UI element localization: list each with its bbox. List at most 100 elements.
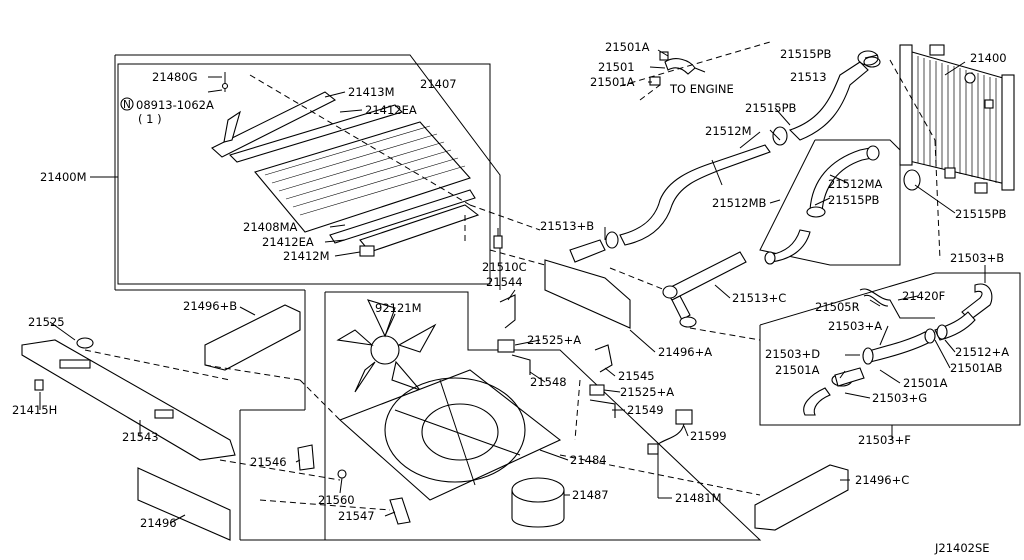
label-21513B: 21513+B bbox=[540, 219, 594, 233]
label-21547: 21547 bbox=[338, 509, 375, 523]
hose-21503G bbox=[803, 367, 865, 416]
label-21525: 21525 bbox=[28, 315, 65, 329]
hose-21513B bbox=[569, 231, 619, 263]
fitting-21501 bbox=[649, 51, 706, 86]
label-21599: 21599 bbox=[690, 429, 727, 443]
seal-21496B bbox=[204, 304, 301, 371]
label-21412EA-top: 21412EA bbox=[365, 103, 417, 117]
hose-21503B bbox=[961, 283, 993, 321]
frame-lower-hose bbox=[759, 272, 1021, 426]
mount-21525A-bot bbox=[589, 384, 605, 396]
label-21501A-b: 21501A bbox=[590, 75, 635, 89]
hose-21512MA bbox=[764, 145, 880, 265]
fan-92121M bbox=[336, 299, 437, 393]
label-21412EA-bot: 21412EA bbox=[262, 235, 314, 249]
label-21501AB: 21501AB bbox=[950, 361, 1002, 375]
label-21496A: 21496+A bbox=[658, 345, 712, 359]
bracket-21544 bbox=[499, 294, 516, 329]
label-21501: 21501 bbox=[598, 60, 635, 74]
label-21407: 21407 bbox=[420, 77, 457, 91]
label-92121M: 92121M bbox=[375, 301, 422, 315]
label-21496C: 21496+C bbox=[855, 473, 909, 487]
radiator-21400 bbox=[899, 44, 1015, 194]
label-21525A-top: 21525+A bbox=[527, 333, 581, 347]
diagram-code: J21402SE bbox=[934, 541, 990, 555]
label-21515PB-mid: 21515PB bbox=[745, 101, 797, 115]
tank-21412EA-top bbox=[228, 104, 404, 163]
clip-21560 bbox=[337, 469, 347, 479]
clamp-21515PB-top bbox=[857, 50, 879, 66]
label-21512MB: 21512MB bbox=[712, 196, 767, 210]
dashed-guides bbox=[84, 41, 941, 511]
label-21546: 21546 bbox=[250, 455, 287, 469]
bracket-21548 bbox=[511, 354, 531, 375]
pipe-21420F bbox=[859, 288, 935, 319]
label-21487: 21487 bbox=[572, 488, 609, 502]
bracket-21547 bbox=[389, 497, 411, 525]
label-21501A-d: 21501A bbox=[903, 376, 948, 390]
radiator-core-21408MA bbox=[254, 121, 471, 233]
label-21510C: 21510C bbox=[482, 260, 527, 274]
clamp-21515PB-right bbox=[903, 169, 921, 191]
label-21545: 21545 bbox=[618, 369, 655, 383]
pipe-21513C bbox=[662, 251, 747, 328]
hose-21513 bbox=[772, 56, 881, 146]
mount-21525A-top bbox=[497, 339, 515, 353]
seal-21496 bbox=[137, 467, 231, 541]
frame-upper-hose-inner bbox=[759, 139, 901, 266]
seal-21496A bbox=[544, 259, 631, 329]
label-21513: 21513 bbox=[790, 70, 827, 84]
label-21512M: 21512M bbox=[705, 124, 752, 138]
label-21480G: 21480G bbox=[152, 70, 198, 84]
label-to-engine: TO ENGINE bbox=[669, 82, 734, 96]
label-21415H: 21415H bbox=[12, 403, 57, 417]
label-21501A-a: 21501A bbox=[605, 40, 650, 54]
label-21515PB-right: 21515PB bbox=[955, 207, 1007, 221]
bracket-21546 bbox=[297, 444, 315, 471]
bracket-21549 bbox=[589, 399, 616, 418]
bolt-21415H bbox=[34, 379, 44, 391]
bolt-21510C bbox=[493, 235, 503, 249]
label-21484: 21484 bbox=[570, 453, 607, 467]
seal-21496C bbox=[754, 464, 849, 531]
label-21515PB-inner: 21515PB bbox=[828, 193, 880, 207]
label-21505R: 21505R bbox=[815, 300, 860, 314]
label-21408MA: 21408MA bbox=[243, 220, 298, 234]
label-21503D: 21503+D bbox=[765, 347, 820, 361]
bolt-21480G bbox=[221, 72, 229, 92]
tank-21412EA-bot bbox=[329, 189, 476, 244]
hose-21503A bbox=[862, 328, 936, 365]
label-21412M: 21412M bbox=[283, 249, 330, 263]
label-21548: 21548 bbox=[530, 375, 567, 389]
shroud-21481M bbox=[338, 369, 562, 501]
connector-21599 bbox=[647, 409, 693, 455]
label-21400M: 21400M bbox=[40, 170, 87, 184]
labels: 21501A 21501 21501A TO ENGINE 21515PB 21… bbox=[12, 40, 1009, 555]
tank-21412M bbox=[359, 204, 480, 257]
label-21515PB-top: 21515PB bbox=[780, 47, 832, 61]
hose-21512A bbox=[934, 311, 976, 341]
label-21501A-c: 21501A bbox=[775, 363, 820, 377]
mount-21525 bbox=[76, 337, 94, 349]
motor-21487 bbox=[511, 477, 565, 528]
label-21496: 21496 bbox=[140, 516, 177, 530]
label-21496B: 21496+B bbox=[183, 299, 237, 313]
label-bolt-qty: ( 1 ) bbox=[138, 112, 162, 126]
label-21513C: 21513+C bbox=[732, 291, 786, 305]
label-21543: 21543 bbox=[122, 430, 159, 444]
label-21525A-bot: 21525+A bbox=[620, 385, 674, 399]
label-bolt-symbol: N bbox=[123, 99, 131, 111]
label-21503G: 21503+G bbox=[872, 391, 927, 405]
leader-lines bbox=[39, 49, 986, 524]
bolt-symbol-icon bbox=[120, 97, 134, 111]
label-21503B: 21503+B bbox=[950, 251, 1004, 265]
label-21512MA: 21512MA bbox=[828, 177, 883, 191]
bracket-21545 bbox=[594, 344, 613, 373]
frame-radiator-assembly bbox=[114, 54, 501, 540]
label-bolt-code: 08913-1062A bbox=[136, 98, 214, 112]
label-21503A: 21503+A bbox=[828, 319, 882, 333]
label-21549: 21549 bbox=[627, 403, 664, 417]
label-21503F: 21503+F bbox=[858, 433, 911, 447]
